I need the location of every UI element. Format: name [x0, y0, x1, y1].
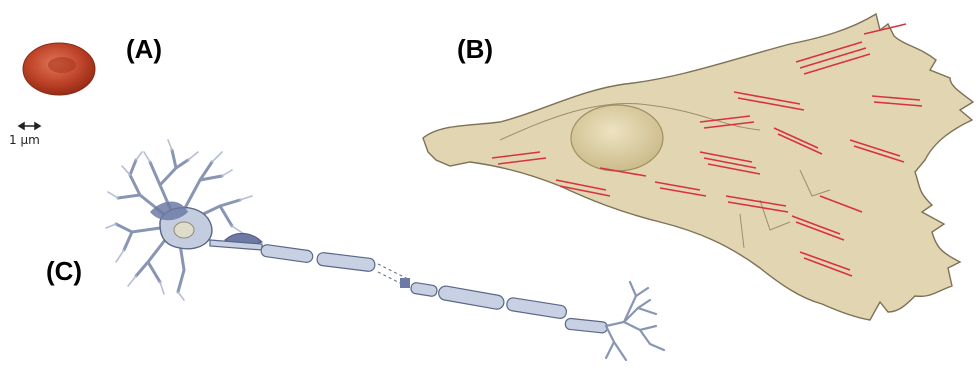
scale-bar-label: 1 µm [9, 133, 40, 147]
neuron-nucleus [174, 222, 194, 238]
panel-label-c: (C) [46, 256, 82, 287]
fibroblast-cell [423, 14, 973, 320]
panel-label-b: (B) [457, 34, 493, 65]
panel-label-a: (A) [126, 34, 162, 65]
scale-bar-arrow [19, 123, 40, 129]
axon-terminals [606, 282, 664, 360]
red-blood-cell [23, 43, 95, 95]
nucleus [571, 105, 663, 171]
